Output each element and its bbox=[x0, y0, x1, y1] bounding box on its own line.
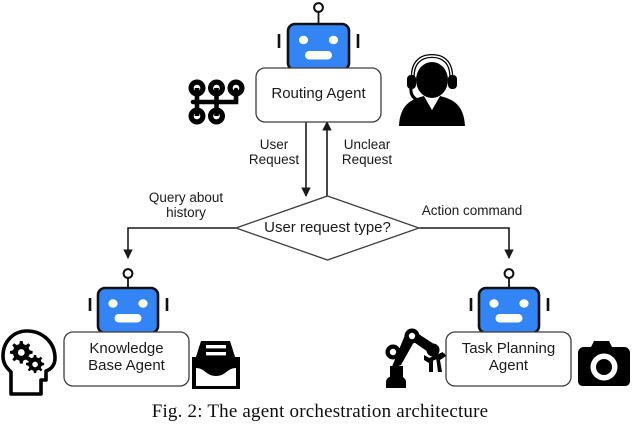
knowledge-base-agent-node bbox=[63, 268, 190, 387]
figure-caption: Fig. 2: The agent orchestration architec… bbox=[151, 401, 489, 422]
edge-label-query-about-history: Query about history bbox=[148, 190, 224, 221]
gear-shift-icon bbox=[188, 79, 245, 125]
robot-arm-icon bbox=[385, 328, 446, 388]
edge-query-about-history bbox=[123, 227, 236, 259]
file-drawer-icon bbox=[192, 341, 240, 389]
edge-label-action-command: Action command bbox=[421, 203, 523, 218]
routing-agent-box bbox=[255, 67, 382, 123]
head-with-gears-icon bbox=[1, 329, 57, 396]
headset-person-icon bbox=[399, 53, 465, 126]
robot-head-icon bbox=[277, 2, 360, 72]
connectors bbox=[123, 121, 514, 259]
decision-diamond bbox=[234, 195, 421, 261]
robot-head-icon bbox=[469, 268, 550, 335]
edge-action-command bbox=[419, 227, 514, 259]
decision-label: User request type? bbox=[264, 219, 391, 236]
camera-icon bbox=[578, 341, 630, 386]
task-planning-agent-box bbox=[445, 331, 572, 387]
routing-agent-node bbox=[255, 2, 382, 123]
edge-label-user-request: User Request bbox=[248, 137, 300, 168]
task-planning-agent-node bbox=[445, 268, 572, 387]
robot-head-icon bbox=[88, 268, 169, 335]
knowledge-base-agent-box bbox=[63, 331, 190, 387]
edge-label-unclear-request: Unclear Request bbox=[341, 137, 393, 168]
